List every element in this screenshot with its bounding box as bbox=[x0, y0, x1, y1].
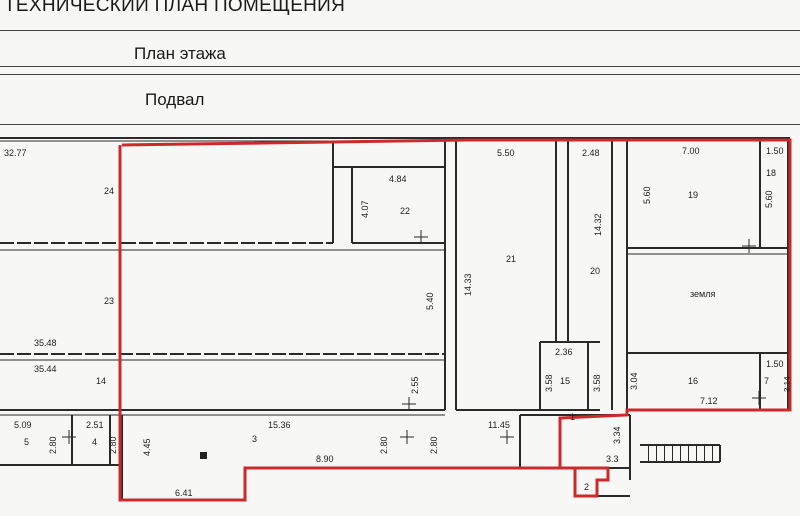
room-3: 3 bbox=[252, 434, 257, 444]
room-24: 24 bbox=[104, 186, 114, 196]
document-title: ТЕХНИЧЕСКИЙ ПЛАН ПОМЕЩЕНИЯ bbox=[4, 0, 346, 16]
title-divider bbox=[0, 30, 800, 31]
dim-label: 4.45 bbox=[142, 438, 152, 456]
dim-label: 2.80 bbox=[108, 436, 118, 454]
dim-label: 7.12 bbox=[700, 396, 718, 406]
dim-label: 3.3 bbox=[606, 454, 619, 464]
room-5: 5 bbox=[24, 437, 29, 447]
dim-label: 3.58 bbox=[592, 374, 602, 392]
dim-label: 4.84 bbox=[389, 174, 407, 184]
dim-label: 3.04 bbox=[629, 372, 639, 390]
dim-label: 35.44 bbox=[34, 364, 57, 374]
dim-label: 2.36 bbox=[555, 347, 573, 357]
dim-label: 5.60 bbox=[642, 186, 652, 204]
header-divider-2 bbox=[0, 74, 800, 75]
dim-label: 2.80 bbox=[48, 436, 58, 454]
dim-label: 2.80 bbox=[379, 436, 389, 454]
dim-label: 6.41 bbox=[175, 488, 193, 498]
dim-label: 5.50 bbox=[497, 148, 515, 158]
door-marks bbox=[62, 230, 766, 444]
dim-label: 7.00 bbox=[682, 146, 700, 156]
room-19: 19 bbox=[688, 190, 698, 200]
dim-label: 5.60 bbox=[764, 190, 774, 208]
dim-label: 3.34 bbox=[612, 426, 622, 444]
dim-label: 1.50 bbox=[766, 359, 784, 369]
header-divider-1 bbox=[0, 66, 800, 67]
room-17: 7 bbox=[764, 376, 769, 386]
walls bbox=[0, 137, 790, 501]
dim-label: 3.14 bbox=[783, 376, 792, 392]
dim-label: 1.50 bbox=[766, 146, 784, 156]
dim-label: 11.45 bbox=[488, 420, 510, 430]
dim-label: 2.80 bbox=[429, 436, 439, 454]
dim-label: 14.33 bbox=[463, 273, 473, 296]
room-1: 1 bbox=[570, 412, 575, 422]
dim-label: 5.09 bbox=[14, 420, 32, 430]
floor-plan-label: План этажа bbox=[134, 44, 226, 63]
room-21: 21 bbox=[506, 254, 516, 264]
dim-label: 35.48 bbox=[34, 338, 57, 348]
dim-label: 15.36 bbox=[268, 420, 291, 430]
room-2: 2 bbox=[584, 482, 589, 492]
room-22: 22 bbox=[400, 206, 410, 216]
room-18: 18 bbox=[766, 168, 776, 178]
room-15: 15 bbox=[560, 376, 570, 386]
dim-label: 5.40 bbox=[425, 292, 435, 310]
dim-label: 4.07 bbox=[360, 200, 370, 218]
dim-label: 2.51 bbox=[86, 420, 104, 430]
level-divider bbox=[0, 124, 800, 125]
dim-label: 32.77 bbox=[4, 148, 27, 158]
dim-label: 8.90 bbox=[316, 454, 334, 464]
level-label: Подвал bbox=[145, 90, 205, 109]
dim-label: 2.48 bbox=[582, 148, 600, 158]
room-23: 23 bbox=[104, 296, 114, 306]
dim-label: 14.32 bbox=[593, 213, 603, 236]
dim-label: 2.55 bbox=[410, 376, 420, 394]
premises-outline bbox=[118, 138, 792, 502]
dim-label: 3.58 bbox=[544, 374, 554, 392]
stair-steps bbox=[648, 445, 713, 462]
room-14: 14 bbox=[96, 376, 106, 386]
room-20: 20 bbox=[590, 266, 600, 276]
room-4: 4 bbox=[92, 437, 97, 447]
room-zemlya: земля bbox=[690, 289, 715, 299]
column-mark bbox=[200, 452, 207, 459]
room-16: 16 bbox=[688, 376, 698, 386]
